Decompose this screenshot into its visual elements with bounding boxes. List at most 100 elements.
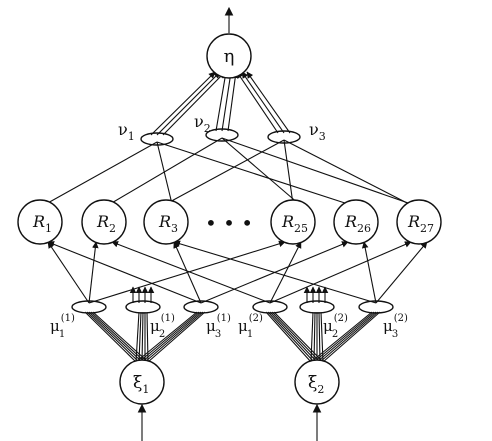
v2-label: ν2 — [194, 112, 211, 135]
xi2-to-mu-fan-1-1 — [265, 311, 312, 363]
xi1-to-mu-fan-1-3 — [88, 311, 143, 363]
v1-to-r-line-1 — [45, 141, 158, 205]
r2-node: R2 — [81, 199, 127, 245]
xi2-to-mu-fan-3-5 — [322, 311, 381, 363]
xi2-to-mu-fan-2-4 — [318, 311, 321, 363]
v1-ellipse — [140, 132, 174, 146]
xi2-to-mu-fan-1-5 — [273, 311, 324, 363]
mu-labels: μ(1)1 μ(1)2 μ(1)3 μ(2)1 μ(2)2 μ(2)3 — [50, 313, 408, 340]
xi1-to-mu-fan-2-5 — [146, 311, 149, 363]
r25-label: R25 — [281, 212, 308, 235]
r3-label: R3 — [158, 212, 178, 235]
v1-to-r-line-2 — [156, 141, 173, 205]
mu12-label: μ(2)1 — [238, 313, 263, 340]
mu-to-r-arrow-2 — [88, 241, 99, 304]
v3-to-eta-arrow-2 — [241, 71, 285, 134]
v2-to-eta-arrow-3 — [227, 71, 239, 132]
r25-node: R25 — [270, 199, 316, 245]
mu-to-r-arrow-11 — [361, 241, 377, 304]
v1-label: ν1 — [118, 120, 135, 143]
v3-to-r-line-3 — [283, 139, 410, 205]
xi1-to-mu-fan-3-1 — [135, 311, 198, 363]
r2-label: R2 — [96, 212, 116, 235]
mu21-label: μ(1)2 — [150, 313, 175, 340]
v2-to-r-line-3 — [221, 137, 412, 205]
v1-to-eta-arrow-2 — [156, 71, 221, 136]
r26-node: R26 — [333, 199, 379, 245]
xi2-to-mu-fan-1-3 — [269, 311, 318, 363]
v1-to-eta-arrow-1 — [150, 71, 216, 136]
xi1-to-mu-fan-2-3 — [141, 311, 144, 363]
mu-to-r-arrow-12 — [375, 241, 428, 304]
mu22-label: μ(2)2 — [323, 313, 348, 340]
ellipsis-dots: • • • — [205, 211, 253, 235]
v-ellipse-layer — [140, 128, 301, 146]
eta-node: η — [206, 33, 252, 79]
xi2-to-mu-fan-3-2 — [313, 311, 375, 363]
mu32-ellipse — [358, 300, 394, 314]
r1-label: R1 — [32, 212, 52, 235]
xi1-node: ξ1 — [119, 359, 165, 405]
xi2-to-mu-fan-1-4 — [271, 311, 321, 363]
mu31-label: μ(1)3 — [206, 313, 231, 340]
v2-to-eta-arrow-1 — [215, 71, 229, 132]
xi2-to-mu-fan-3-3 — [316, 311, 377, 363]
xi2-to-mu-fan-3-1 — [310, 311, 373, 363]
xi2-to-mu-fan-2-1 — [310, 311, 314, 363]
r27-label: R27 — [407, 212, 434, 235]
xi1-to-mu-fan-2-2 — [138, 311, 142, 363]
mu11-label: μ(1)1 — [50, 313, 75, 340]
mu21-ellipse — [125, 300, 161, 314]
r3-node: R3 — [143, 199, 189, 245]
xi1-to-mu-fan-3-5 — [147, 311, 206, 363]
mu32-label: μ(2)3 — [383, 313, 408, 340]
xi1-to-mu-fan-1-2 — [86, 311, 140, 363]
xi2-node: ξ2 — [294, 359, 340, 405]
mu-to-r-arrow-9 — [269, 241, 412, 304]
xi2-to-mu-fan-1-2 — [267, 311, 315, 363]
v2-ellipse — [205, 128, 239, 142]
v3-to-r-line-2 — [283, 139, 294, 205]
mu-to-r-arrow-8 — [269, 241, 302, 304]
mu22-ellipse — [299, 300, 335, 314]
r26-label: R26 — [344, 212, 371, 235]
xi1-to-mu-fan-2-1 — [135, 311, 140, 363]
v2-to-r-line-1 — [109, 137, 223, 205]
v3-label: ν3 — [309, 120, 326, 143]
mu-ellipse-layer — [71, 300, 394, 314]
xi1-to-mu-fan-3-3 — [141, 311, 202, 363]
xi2-label: ξ2 — [308, 373, 324, 396]
v1-to-eta-arrow-3 — [162, 71, 226, 136]
xi2-to-mu-fan-2-2 — [313, 311, 316, 363]
xi1-label: ξ1 — [133, 373, 149, 396]
xi2-to-mu-fan-3-4 — [319, 311, 379, 363]
v3-ellipse — [267, 130, 301, 144]
mu12-ellipse — [252, 300, 288, 314]
mu31-ellipse — [183, 300, 219, 314]
v2-to-eta-arrow-2 — [221, 71, 234, 132]
v1-to-r-line-3 — [156, 141, 349, 205]
mu-to-r-arrow-1 — [47, 241, 90, 304]
xi1-to-mu-fan-3-4 — [144, 311, 204, 363]
xi1-to-mu-fan-3-2 — [138, 311, 200, 363]
v3-to-eta-arrow-1 — [236, 71, 279, 134]
mu-to-r-arrow-10 — [173, 240, 377, 304]
r-nodes: R1 R2 R3 R25 — [17, 199, 442, 245]
mu-to-r-arrow-4 — [173, 241, 202, 304]
xi-nodes: ξ1 ξ2 — [119, 359, 340, 405]
eta-label: η — [224, 46, 235, 67]
v2-to-r-line-2 — [221, 137, 300, 205]
xi1-to-mu-fan-1-1 — [84, 311, 137, 363]
r27-node: R27 — [396, 199, 442, 245]
mu-to-r-arrow-7 — [111, 241, 271, 304]
edge-layer — [45, 6, 428, 441]
r1-node: R1 — [17, 199, 63, 245]
mu-to-r-arrow-6 — [47, 241, 202, 304]
v-labels: ν1 ν2 ν3 — [118, 112, 326, 143]
xi2-to-mu-fan-2-5 — [320, 311, 324, 363]
v3-to-eta-arrow-3 — [246, 71, 291, 134]
mu11-ellipse — [71, 300, 107, 314]
v3-to-r-line-1 — [165, 139, 285, 205]
